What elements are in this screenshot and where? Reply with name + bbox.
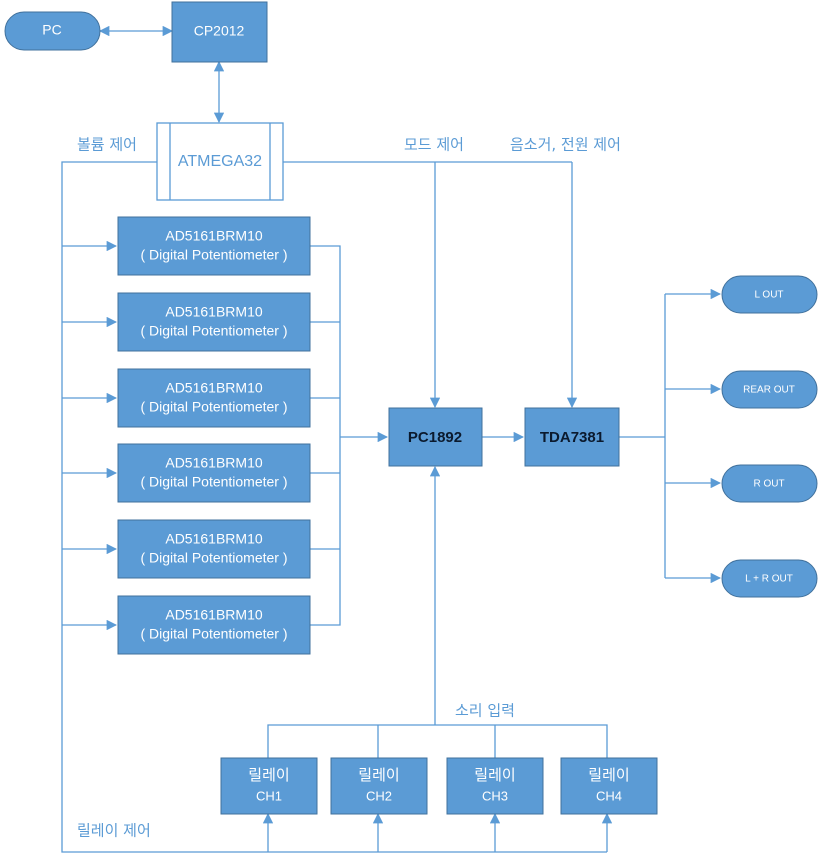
cp2012-node: CP2012 <box>171 1 268 63</box>
svg-text:TDA7381: TDA7381 <box>540 429 604 446</box>
potentiometer-6: AD5161BRM10 ( Digital Potentiometer ) <box>117 595 311 655</box>
svg-text:( Digital Potentiometer ): ( Digital Potentiometer ) <box>140 474 287 490</box>
svg-text:( Digital Potentiometer ): ( Digital Potentiometer ) <box>140 323 287 339</box>
output-l-plus-r: L + R OUT <box>721 559 818 598</box>
svg-text:L + R OUT: L + R OUT <box>745 574 793 585</box>
relay-ch1: 릴레이 CH1 <box>220 757 318 815</box>
svg-text:REAR OUT: REAR OUT <box>743 385 795 396</box>
svg-text:릴레이: 릴레이 <box>474 767 515 784</box>
potentiometer-3: AD5161BRM10 ( Digital Potentiometer ) <box>117 368 311 428</box>
relay-control-label: 릴레이 제어 <box>77 822 151 840</box>
left-control-bus <box>61 161 607 853</box>
svg-text:( Digital Potentiometer ): ( Digital Potentiometer ) <box>140 247 287 263</box>
relay-ch4: 릴레이 CH4 <box>560 757 658 815</box>
svg-text:AD5161BRM10: AD5161BRM10 <box>165 607 262 623</box>
svg-text:AD5161BRM10: AD5161BRM10 <box>165 455 262 471</box>
output-r: R OUT <box>721 464 818 503</box>
svg-text:CH1: CH1 <box>256 788 282 803</box>
svg-text:( Digital Potentiometer ): ( Digital Potentiometer ) <box>140 399 287 415</box>
svg-text:R OUT: R OUT <box>753 479 784 490</box>
output-l: L OUT <box>721 275 818 314</box>
potentiometer-4: AD5161BRM10 ( Digital Potentiometer ) <box>117 443 311 503</box>
svg-text:PC: PC <box>42 22 61 38</box>
pc1892-node: PC1892 <box>388 407 483 467</box>
potentiometer-5: AD5161BRM10 ( Digital Potentiometer ) <box>117 519 311 579</box>
tda7381-node: TDA7381 <box>524 407 620 467</box>
svg-text:PC1892: PC1892 <box>408 429 462 446</box>
svg-text:릴레이: 릴레이 <box>358 767 399 784</box>
svg-text:CH2: CH2 <box>366 788 392 803</box>
svg-text:AD5161BRM10: AD5161BRM10 <box>165 228 262 244</box>
volume-control-label: 볼륨 제어 <box>77 136 137 154</box>
sound-input-label: 소리 입력 <box>455 702 515 720</box>
output-rear: REAR OUT <box>721 370 818 409</box>
relay-ch3: 릴레이 CH3 <box>446 757 544 815</box>
potentiometer-1: AD5161BRM10 ( Digital Potentiometer ) <box>117 216 311 276</box>
atmega32-node: ATMEGA32 <box>156 122 284 201</box>
svg-text:( Digital Potentiometer ): ( Digital Potentiometer ) <box>140 550 287 566</box>
svg-text:ATMEGA32: ATMEGA32 <box>178 153 262 170</box>
potentiometer-2: AD5161BRM10 ( Digital Potentiometer ) <box>117 292 311 352</box>
svg-text:AD5161BRM10: AD5161BRM10 <box>165 304 262 320</box>
relay-ch2: 릴레이 CH2 <box>330 757 428 815</box>
svg-text:AD5161BRM10: AD5161BRM10 <box>165 531 262 547</box>
svg-text:CH3: CH3 <box>482 788 508 803</box>
pc-node: PC <box>4 11 101 51</box>
svg-text:CH4: CH4 <box>596 788 622 803</box>
svg-text:릴레이: 릴레이 <box>248 767 289 784</box>
connectors <box>61 25 722 853</box>
svg-text:L OUT: L OUT <box>754 290 783 301</box>
svg-text:릴레이: 릴레이 <box>588 767 629 784</box>
svg-text:( Digital Potentiometer ): ( Digital Potentiometer ) <box>140 626 287 642</box>
sound-input-bus <box>267 724 608 758</box>
svg-text:CP2012: CP2012 <box>194 23 245 39</box>
mode-control-label: 모드 제어 <box>404 136 464 154</box>
svg-text:AD5161BRM10: AD5161BRM10 <box>165 380 262 396</box>
mute-power-label: 음소거, 전원 제어 <box>510 136 621 154</box>
pots-output-bus <box>310 245 341 626</box>
